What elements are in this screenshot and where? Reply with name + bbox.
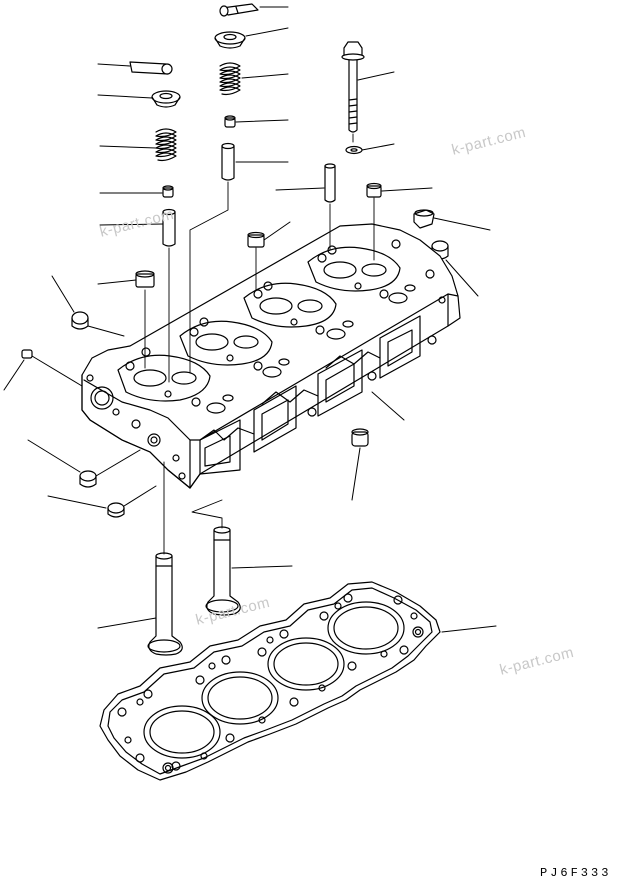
chamber-group-2 bbox=[179, 320, 273, 366]
assembly-lines bbox=[144, 133, 375, 555]
valve-spring-top bbox=[219, 62, 241, 96]
spring-retainer-left bbox=[151, 90, 181, 108]
plug-front bbox=[71, 311, 89, 330]
valve-cotter-top bbox=[219, 3, 259, 17]
valve-cotter-left bbox=[129, 61, 173, 75]
chamber-group-4 bbox=[307, 246, 401, 292]
washer bbox=[345, 145, 363, 155]
stem-seal-left bbox=[162, 185, 174, 198]
plug-lower-1 bbox=[79, 470, 97, 488]
head-gasket bbox=[99, 581, 441, 781]
valve-spring-left bbox=[155, 128, 177, 162]
bolt-sleeve bbox=[324, 163, 336, 203]
head-bolt-holes bbox=[141, 239, 446, 407]
plug-lower-2 bbox=[107, 502, 125, 518]
exhaust-valve bbox=[205, 526, 241, 616]
plug-small-left bbox=[21, 349, 33, 359]
valve-guide-left bbox=[162, 208, 176, 247]
nozzle-plug bbox=[413, 209, 435, 229]
drawing-code: PJ6F333 bbox=[540, 866, 612, 880]
plug-cap-left bbox=[135, 270, 155, 288]
chamber-group-3 bbox=[243, 282, 337, 328]
valve-guide-top bbox=[221, 142, 235, 181]
spring-retainer-top bbox=[214, 31, 246, 49]
intake-valve bbox=[147, 552, 183, 656]
chamber-group-1 bbox=[117, 354, 211, 402]
rocker-bosses bbox=[206, 284, 416, 414]
leader-lines bbox=[3, 6, 497, 633]
cylinder-head bbox=[81, 223, 461, 489]
stem-seal-top bbox=[224, 115, 236, 128]
plug-small bbox=[366, 182, 382, 198]
plug-right-lower bbox=[351, 428, 369, 447]
plug-cap bbox=[247, 231, 265, 248]
head-bolt bbox=[341, 41, 365, 133]
